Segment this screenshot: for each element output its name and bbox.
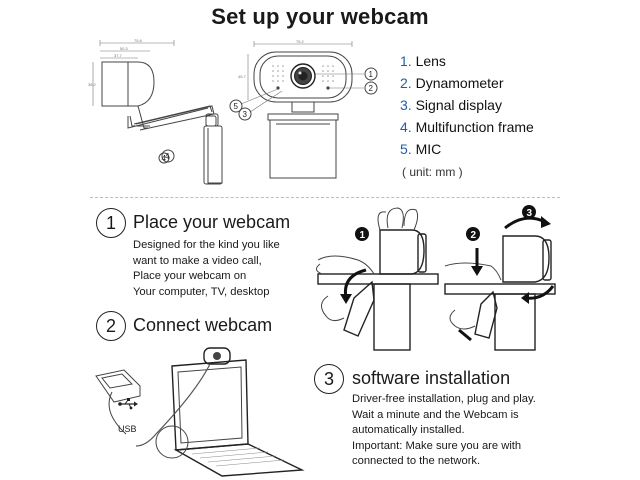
side-view-clip: 4 [135, 105, 223, 185]
step-1-description: Designed for the kind you like want to m… [133, 239, 280, 298]
legend-item-lens: 1. Lens [400, 53, 446, 69]
step-1-number: 1 [96, 208, 126, 238]
illustration-step-1: 1 [360, 230, 366, 241]
page-title: Set up your webcam [211, 4, 429, 29]
dim-body-width: 50.3 [120, 46, 129, 51]
dim-depth: 37.7 [114, 53, 123, 58]
section-divider [90, 197, 560, 198]
dim-front-height: 45.7 [238, 74, 247, 79]
callout-5: 5 [234, 102, 239, 111]
callout-3: 3 [243, 110, 248, 119]
step-3-description: Driver-free installation, plug and play.… [352, 393, 536, 468]
front-view-diagram: 75.2 45.7 1 2 5 3 [229, 39, 378, 179]
placement-illustration-clip-open: 1 [316, 207, 439, 351]
callout-4-side: 4 [162, 154, 167, 163]
callout-2: 2 [369, 84, 374, 93]
laptop-usb-illustration: USB [95, 347, 305, 477]
placement-illustration-clip-close: 2 3 [444, 205, 556, 351]
dim-front-width: 75.2 [296, 39, 305, 44]
parts-legend: 1. Lens 2. Dynamometer 3. Signal display… [400, 50, 534, 160]
step-1-heading: Place your webcam [133, 212, 291, 232]
illustration-step-2: 2 [471, 230, 477, 241]
callout-4: 4 [165, 152, 170, 161]
legend-item-signal-display: 3. Signal display [400, 97, 502, 113]
unit-note: ( unit: mm ) [402, 165, 463, 179]
step-3-number: 3 [314, 364, 344, 394]
legend-item-mic: 5. MIC [400, 141, 442, 157]
illustration-step-3: 3 [527, 208, 533, 219]
callout-1: 1 [369, 70, 374, 79]
step-3-heading: software installation [352, 368, 511, 388]
dim-total-width: 75.8 [134, 38, 143, 43]
step-2-heading: Connect webcam [133, 315, 273, 335]
legend-item-multifunction-frame: 4. Multifunction frame [400, 119, 534, 135]
usb-label: USB [118, 424, 137, 434]
step-2-number: 2 [96, 311, 126, 341]
legend-item-dynamometer: 2. Dynamometer [400, 75, 504, 91]
dim-height: 38.2 [88, 82, 97, 87]
